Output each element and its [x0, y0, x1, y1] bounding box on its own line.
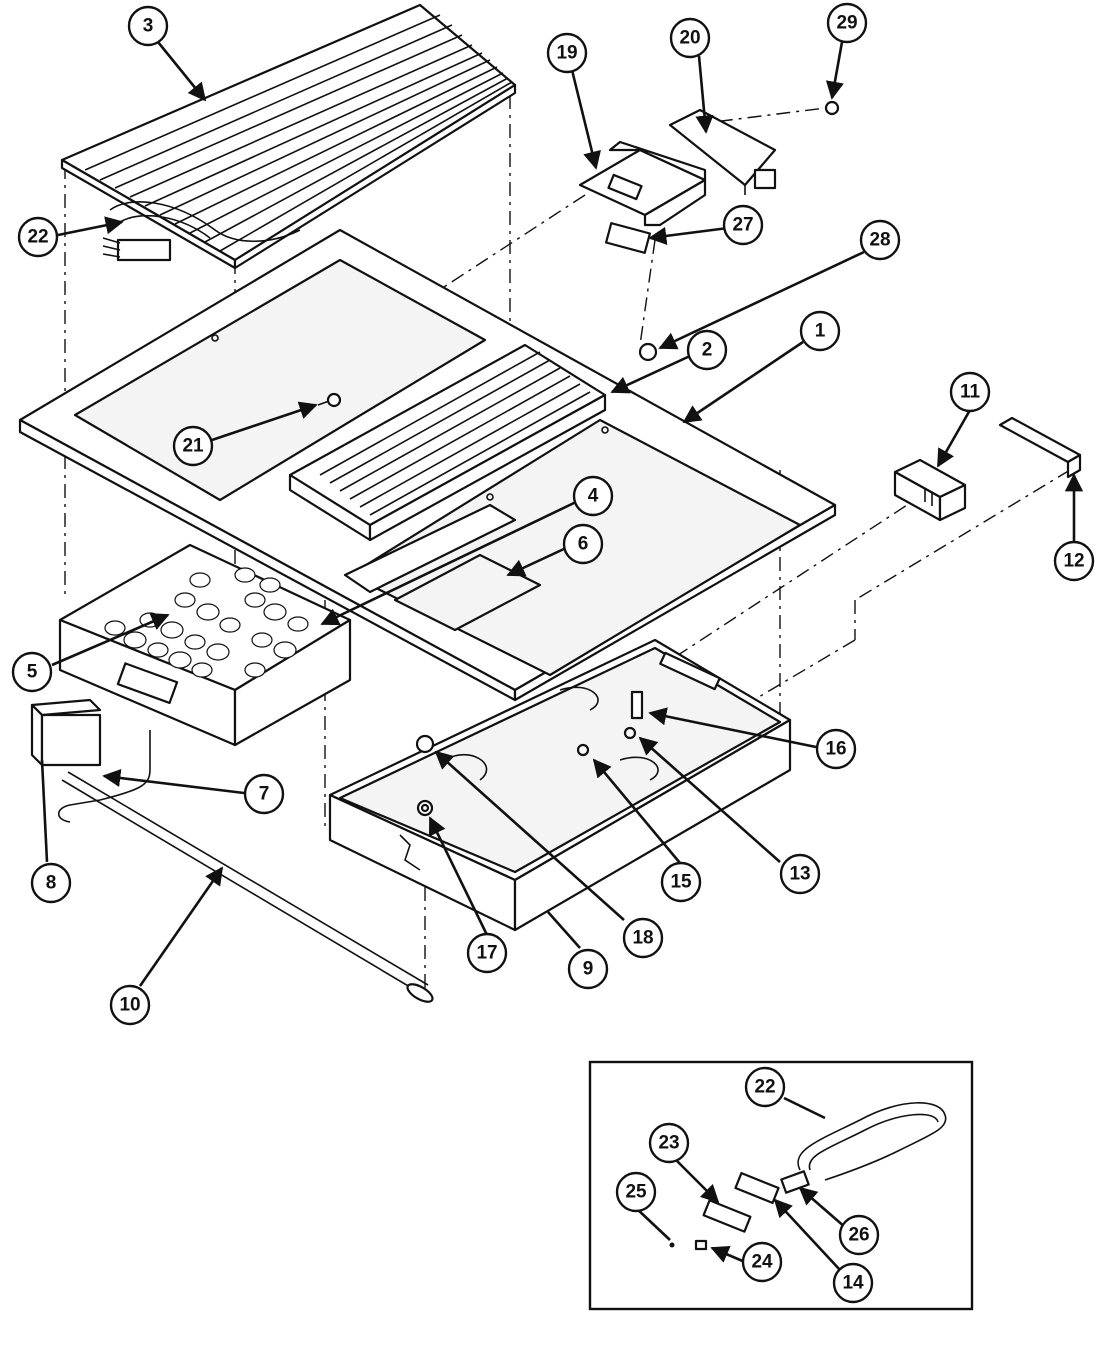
svg-text:6: 6	[578, 534, 589, 555]
callout-7: 7	[243, 773, 285, 815]
callout-12: 12	[1053, 540, 1095, 582]
svg-text:24: 24	[751, 1252, 773, 1273]
small-grill-grate	[288, 343, 607, 542]
svg-text:10: 10	[119, 995, 140, 1016]
svg-text:12: 12	[1063, 551, 1084, 572]
callout-10: 10	[109, 984, 151, 1026]
callout-8: 8	[30, 862, 72, 904]
svg-text:8: 8	[46, 873, 57, 894]
svg-text:21: 21	[182, 436, 204, 457]
svg-text:13: 13	[789, 864, 810, 885]
callout-29: 29	[826, 2, 868, 44]
inset-callout-24: 24	[741, 1241, 783, 1283]
svg-text:3: 3	[143, 16, 154, 37]
callout-27: 27	[722, 204, 764, 246]
svg-text:9: 9	[583, 959, 594, 980]
lava-rocks	[104, 567, 309, 678]
svg-text:26: 26	[848, 1225, 869, 1246]
svg-text:20: 20	[679, 28, 700, 49]
callout-18: 18	[622, 917, 664, 959]
burner-pan-and-cover	[343, 503, 542, 632]
svg-text:25: 25	[625, 1182, 647, 1203]
inset-clip	[694, 1239, 708, 1251]
bracket-12	[998, 416, 1082, 479]
svg-text:27: 27	[732, 215, 753, 236]
svg-text:17: 17	[476, 943, 497, 964]
switch-connector	[604, 222, 652, 254]
inset-terminal-block	[734, 1171, 780, 1205]
callout-16: 16	[815, 728, 857, 770]
inset-screw	[669, 1242, 675, 1248]
svg-text:19: 19	[556, 43, 577, 64]
svg-text:4: 4	[588, 486, 599, 507]
inset-callout-26: 26	[838, 1214, 880, 1256]
svg-text:14: 14	[842, 1273, 864, 1294]
base-pan	[328, 638, 792, 932]
callout-3: 3	[127, 5, 169, 47]
control-knob-housing	[578, 140, 707, 227]
receptacle-block	[893, 458, 967, 522]
svg-text:7: 7	[259, 784, 270, 805]
svg-text:11: 11	[960, 382, 981, 403]
callout-1: 1	[799, 310, 841, 352]
control-box	[30, 698, 102, 767]
callout-4: 4	[572, 475, 614, 517]
callout-9: 9	[567, 948, 609, 990]
inset-callout-22: 22	[744, 1066, 786, 1108]
fasteners	[415, 690, 644, 817]
callout-11: 11	[949, 371, 991, 413]
grill-grate	[60, 3, 517, 270]
svg-text:29: 29	[836, 13, 857, 34]
svg-text:5: 5	[27, 662, 38, 683]
callout-17: 17	[466, 932, 508, 974]
svg-text:28: 28	[869, 230, 890, 251]
svg-text:18: 18	[632, 928, 653, 949]
svg-text:15: 15	[670, 872, 692, 893]
callout-5: 5	[11, 651, 53, 693]
callout-15: 15	[660, 861, 702, 903]
inset-receptacle	[702, 1199, 752, 1233]
callout-2: 2	[686, 329, 728, 371]
callout-13: 13	[779, 853, 821, 895]
callout-28: 28	[859, 219, 901, 261]
tube	[57, 730, 151, 823]
leader-lines	[40, 41, 1084, 1271]
svg-text:23: 23	[658, 1133, 679, 1154]
inset-callout-14: 14	[832, 1262, 874, 1304]
callout-21: 21	[172, 425, 214, 467]
svg-text:2: 2	[702, 340, 713, 361]
grommet	[638, 342, 658, 362]
svg-text:16: 16	[825, 739, 846, 760]
heating-element	[102, 201, 301, 262]
inset-callout-25: 25	[615, 1171, 657, 1213]
callout-22: 22	[17, 216, 59, 258]
rod	[61, 771, 434, 1003]
svg-text:22: 22	[754, 1077, 775, 1098]
svg-text:1: 1	[815, 321, 826, 342]
callout-6: 6	[562, 523, 604, 565]
inset-heating-element	[780, 1102, 947, 1194]
rock-tray	[58, 543, 352, 747]
callout-19: 19	[546, 32, 588, 74]
screw-21	[317, 392, 342, 408]
callout-20: 20	[669, 17, 711, 59]
inset-callout-23: 23	[648, 1122, 690, 1164]
svg-text:22: 22	[27, 227, 48, 248]
screw-29	[824, 100, 840, 116]
